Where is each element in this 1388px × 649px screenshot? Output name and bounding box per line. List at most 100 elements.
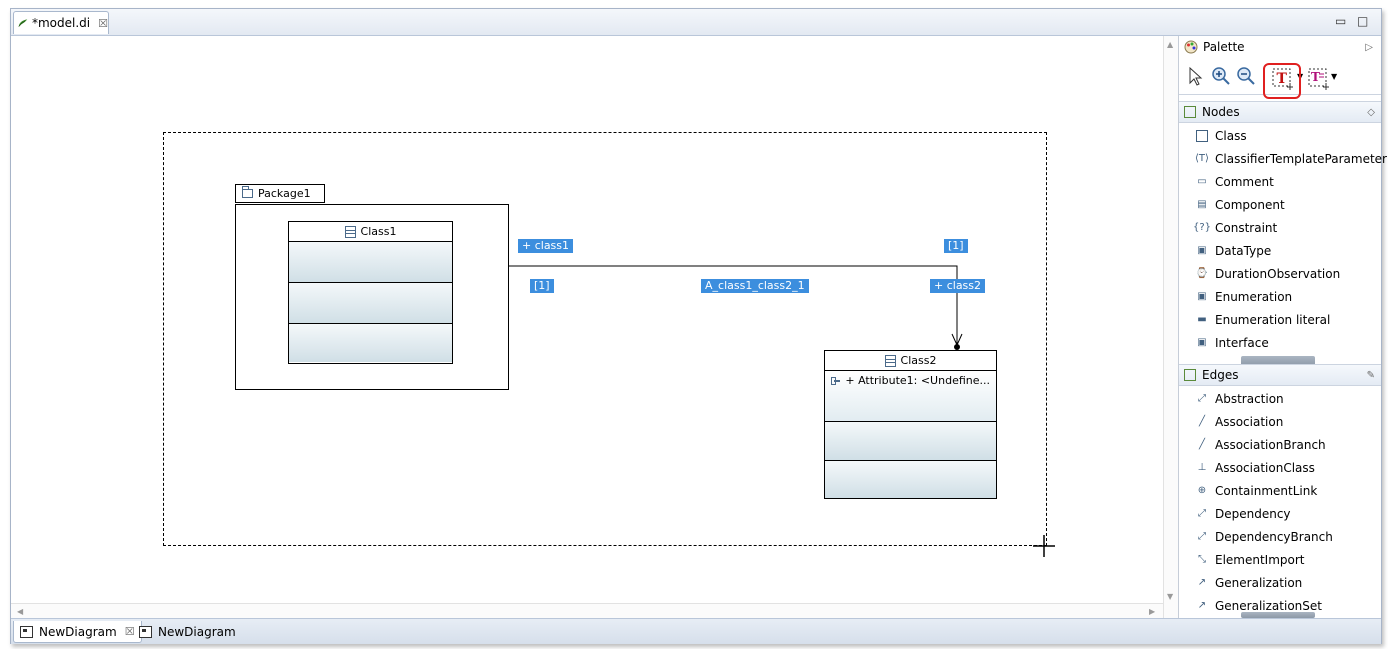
containment-link-icon: ⊕: [1197, 485, 1207, 496]
enumeration-icon: ▣: [1197, 291, 1207, 302]
diagram-tab-bar: NewDiagram ☒ NewDiagram: [11, 618, 1381, 644]
minimize-icon[interactable]: ▭: [1335, 14, 1347, 28]
source-role-label[interactable]: + class1: [518, 239, 574, 253]
palette-item-generalization[interactable]: ↗Generalization: [1195, 571, 1302, 594]
dependency-branch-icon: ⤢: [1198, 531, 1206, 542]
package-tab[interactable]: Package1: [235, 184, 325, 203]
tab-model-di[interactable]: *model.di ☒: [13, 11, 109, 34]
palette-collapse-icon[interactable]: ▷: [1365, 41, 1373, 53]
palette-item-classifier-template-parameter[interactable]: ⟨T⟩ClassifierTemplateParameter: [1195, 151, 1387, 166]
palette-item-association-class[interactable]: ⊥AssociationClass: [1195, 456, 1315, 479]
text-tool-highlight: [1263, 63, 1301, 99]
text-tool-icon[interactable]: T: [1271, 67, 1295, 91]
rich-text-tool-icon[interactable]: T: [1307, 67, 1331, 91]
palette-item-association[interactable]: ╱Association: [1195, 410, 1283, 433]
palette-title: Palette: [1203, 40, 1245, 54]
palette-toolbar: T ▼ T ▼: [1179, 58, 1381, 99]
property-icon: [831, 376, 841, 385]
drawer-icon: [1184, 106, 1196, 118]
nodes-drawer-header[interactable]: Nodes ◇: [1179, 101, 1381, 123]
diagram-tab-close-icon[interactable]: ☒: [124, 625, 135, 638]
component-icon: ▤: [1197, 199, 1207, 210]
nodes-drawer-title: Nodes: [1202, 105, 1240, 119]
class2-nested-compartment[interactable]: [825, 461, 996, 498]
association-branch-icon: ╱: [1198, 439, 1206, 450]
class-icon: [884, 354, 896, 367]
tab-title: *model.di: [31, 16, 91, 30]
source-multiplicity-label[interactable]: [1]: [530, 279, 554, 293]
zoom-out-icon[interactable]: [1236, 66, 1256, 86]
svg-text:T: T: [1311, 70, 1320, 84]
scroll-up-icon[interactable]: ▲: [1167, 40, 1174, 49]
palette-item-element-import[interactable]: ⤡ElementImport: [1195, 548, 1305, 571]
target-multiplicity-label[interactable]: [1]: [944, 239, 968, 253]
horizontal-scrollbar[interactable]: ◀ ▶: [11, 603, 1163, 619]
datatype-icon: ▣: [1197, 245, 1207, 256]
nodes-scroll-down-icon[interactable]: [1241, 356, 1315, 366]
class1-operations-compartment[interactable]: [289, 283, 452, 324]
generalization-set-icon: ↗: [1197, 600, 1207, 611]
attribute-label: + Attribute1: <Undefine...: [845, 374, 990, 387]
duration-observation-icon: ⌚: [1195, 268, 1209, 279]
attribute-row[interactable]: + Attribute1: <Undefine...: [825, 371, 996, 390]
edges-drawer-title: Edges: [1202, 368, 1239, 382]
palette-item-association-branch[interactable]: ╱AssociationBranch: [1195, 433, 1326, 456]
class1-node[interactable]: Class1: [288, 221, 453, 364]
diagram-tab-label: NewDiagram: [158, 625, 236, 639]
association-name-label[interactable]: A_class1_class2_1: [701, 279, 809, 293]
diagram-icon: [139, 626, 152, 638]
abstraction-icon: ⤢: [1198, 393, 1206, 404]
palette-header[interactable]: Palette ▷: [1179, 36, 1381, 58]
palette-item-comment[interactable]: ▭Comment: [1195, 170, 1274, 193]
tab-close-icon[interactable]: ☒: [98, 16, 108, 30]
palette-item-dependency[interactable]: ⤢Dependency: [1195, 502, 1291, 525]
class2-name: Class2: [900, 354, 937, 367]
scroll-right-icon[interactable]: ▶: [1149, 607, 1156, 616]
svg-text:T: T: [1277, 71, 1288, 87]
vertical-scrollbar[interactable]: ▲ ▼: [1163, 36, 1178, 618]
edges-scroll-down-icon[interactable]: [1241, 612, 1315, 618]
class-icon: [1195, 129, 1209, 143]
editor-window: *model.di ☒ ▭ □ Package1 Class1: [10, 8, 1387, 644]
editor-tab-bar: *model.di ☒ ▭ □: [11, 9, 1381, 36]
palette-item-containment-link[interactable]: ⊕ContainmentLink: [1195, 479, 1317, 502]
diagram-tab-2[interactable]: NewDiagram: [133, 621, 242, 643]
palette-item-duration-observation[interactable]: ⌚DurationObservation: [1195, 266, 1341, 281]
palette-item-class[interactable]: Class: [1195, 124, 1247, 147]
palette-item-datatype[interactable]: ▣DataType: [1195, 239, 1271, 262]
package-name: Package1: [258, 187, 311, 200]
diagram-tab-1[interactable]: NewDiagram ☒: [13, 621, 142, 643]
class2-node[interactable]: Class2 + Attribute1: <Undefine...: [824, 350, 997, 499]
palette-icon: [1184, 40, 1198, 54]
class1-attributes-compartment[interactable]: [289, 242, 452, 283]
palette-item-dependency-branch[interactable]: ⤢DependencyBranch: [1195, 525, 1333, 548]
target-role-label[interactable]: + class2: [930, 279, 986, 293]
generalization-icon: ↗: [1197, 577, 1207, 588]
class2-attributes-compartment[interactable]: + Attribute1: <Undefine...: [825, 371, 996, 422]
palette-item-constraint[interactable]: {?}Constraint: [1192, 220, 1278, 235]
zoom-in-icon[interactable]: [1211, 66, 1231, 86]
palette-item-generalization-set[interactable]: ↗GeneralizationSet: [1195, 594, 1322, 617]
selection-rectangle: [163, 132, 1047, 546]
palette-panel: Palette ▷ T ▼: [1178, 36, 1387, 618]
resize-crosshair-icon: [1033, 535, 1055, 557]
edges-drawer-header[interactable]: Edges ✎: [1179, 364, 1381, 386]
scroll-down-icon[interactable]: ▼: [1167, 592, 1174, 601]
class1-nested-compartment[interactable]: [289, 324, 452, 362]
rich-text-dropdown-icon[interactable]: ▼: [1331, 72, 1338, 81]
pin-icon[interactable]: ✎: [1366, 369, 1375, 381]
palette-item-interface[interactable]: ▣Interface: [1195, 331, 1268, 354]
element-import-icon: ⤡: [1198, 554, 1206, 565]
drawer-layout-icon[interactable]: ◇: [1367, 106, 1375, 118]
scroll-left-icon[interactable]: ◀: [17, 607, 24, 616]
diagram-canvas[interactable]: Package1 Class1 Class2 + Attribute1: <Un…: [11, 36, 1163, 603]
association-edge[interactable]: [11, 36, 1163, 603]
palette-item-abstraction[interactable]: ⤢Abstraction: [1195, 387, 1284, 410]
select-arrow-icon[interactable]: [1187, 66, 1205, 86]
dependency-icon: ⤢: [1198, 508, 1206, 519]
maximize-icon[interactable]: □: [1357, 14, 1369, 28]
class2-operations-compartment[interactable]: [825, 422, 996, 461]
palette-item-component[interactable]: ▤Component: [1195, 193, 1284, 216]
palette-item-enumeration-literal[interactable]: ▬Enumeration literal: [1195, 308, 1330, 331]
palette-item-enumeration[interactable]: ▣Enumeration: [1195, 285, 1292, 308]
